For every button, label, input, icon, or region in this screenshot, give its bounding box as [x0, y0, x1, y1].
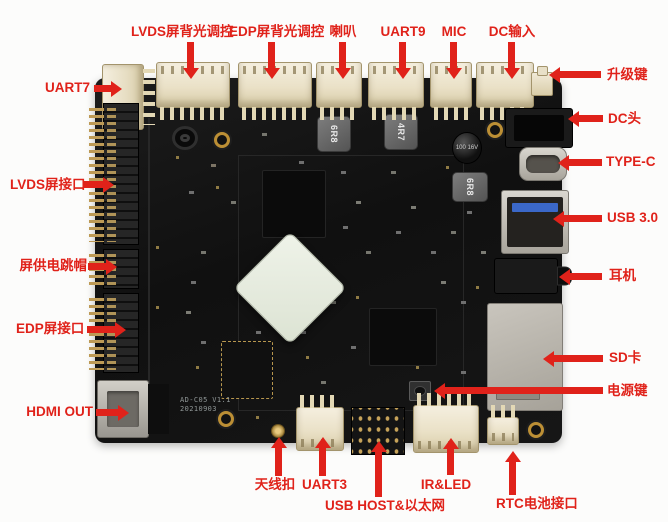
- label-edp-backlight: EDP屏背光调控: [229, 24, 325, 39]
- label-rtc-battery: RTC电池接口: [496, 496, 578, 511]
- label-antenna-clip: 天线扣: [254, 477, 296, 492]
- arrow-power-key: [434, 382, 603, 399]
- label-upgrade-key: 升级键: [607, 67, 648, 82]
- inductor-6r8-b: 6R8: [452, 172, 488, 202]
- label-speaker: 喇叭: [329, 24, 357, 39]
- label-uart3: UART3: [302, 477, 348, 492]
- arrow-uart3: [314, 437, 331, 476]
- headphone-jack: [494, 258, 558, 294]
- mounting-hole: [218, 411, 234, 427]
- label-power-key: 电源键: [607, 383, 648, 398]
- arrow-screen-power-jumper: [88, 258, 117, 275]
- arrow-mic: [445, 42, 462, 79]
- label-dc-input: DC输入: [488, 24, 536, 39]
- label-usb3: USB 3.0: [607, 210, 659, 225]
- arrow-sd-card: [543, 350, 603, 367]
- arrow-hdmi-out: [96, 404, 129, 421]
- emmc-chip: [369, 308, 437, 366]
- label-usb-host-ethernet: USB HOST&以太网: [325, 498, 446, 513]
- label-earphone: 耳机: [609, 268, 636, 283]
- label-type-c: TYPE-C: [606, 154, 656, 169]
- label-screen-power-jumper: 屏供电跳帽: [19, 258, 88, 273]
- arrow-rtc-battery: [504, 451, 521, 495]
- lvds-screen-header: [89, 103, 139, 245]
- label-dc-plug: DC头: [608, 111, 641, 126]
- label-ir-led: IR&LED: [420, 477, 472, 492]
- label-hdmi-out: HDMI OUT: [26, 404, 93, 419]
- arrow-uart9: [394, 42, 411, 79]
- label-uart7: UART7: [44, 80, 90, 95]
- label-lvds-screen: LVDS屏接口: [10, 177, 86, 192]
- arrow-upgrade-key: [549, 66, 601, 83]
- label-edp-screen: EDP屏接口: [16, 321, 85, 336]
- pcb-trace-line: [148, 118, 150, 408]
- label-uart9: UART9: [380, 24, 426, 39]
- arrow-usb3: [553, 210, 602, 227]
- wifi-chip: [221, 341, 273, 399]
- arrow-dc-plug: [568, 110, 603, 127]
- label-sd-card: SD卡: [609, 350, 642, 365]
- ram-chip: [262, 170, 326, 238]
- mounting-hole: [487, 122, 503, 138]
- connector-rtc-battery: [487, 405, 519, 445]
- mounting-hole: [528, 422, 544, 438]
- arrow-edp-backlight: [263, 42, 280, 79]
- toroid-inductor: [172, 126, 198, 150]
- arrow-lvds-backlight: [182, 42, 199, 79]
- arrow-uart7: [94, 80, 122, 97]
- arrow-antenna-clip: [270, 437, 287, 476]
- arrow-edp-screen: [87, 321, 126, 338]
- gold-pads-texture: [0, 0, 3, 3]
- electrolytic-capacitor: 100 16V: [452, 132, 482, 164]
- inductor-6r8: 6R8: [317, 116, 351, 152]
- arrow-ir-led: [442, 438, 459, 475]
- arrow-dc-input: [503, 42, 520, 79]
- inductor-4r7: 4R7: [384, 114, 418, 150]
- mounting-hole: [214, 132, 230, 148]
- arrow-earphone: [559, 268, 602, 285]
- upgrade-button: [531, 66, 553, 96]
- arrow-usb-host-ethernet: [370, 441, 387, 497]
- arrow-lvds-screen: [84, 176, 114, 193]
- label-lvds-backlight: LVDS屏背光调控: [131, 24, 234, 39]
- arrow-speaker: [334, 42, 351, 79]
- label-mic: MIC: [441, 24, 467, 39]
- edp-screen-header: [89, 293, 139, 373]
- arrow-type-c: [558, 154, 602, 171]
